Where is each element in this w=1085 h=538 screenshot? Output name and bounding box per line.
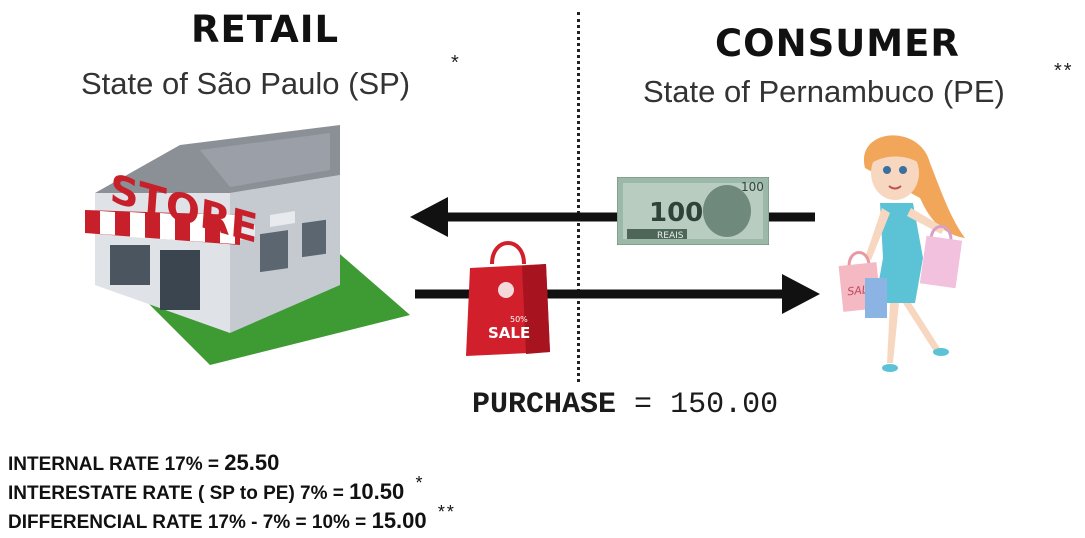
rate-line-interstate: INTERESTATE RATE ( SP to PE) 7% = 10.50 …	[8, 473, 456, 508]
rate-amount: 25.50	[224, 450, 280, 475]
rate-amount: 15.00	[371, 508, 427, 533]
banknote-icon: 100 100 REAIS	[617, 177, 769, 245]
rate-footnote-marker: **	[437, 502, 456, 522]
retail-subtitle: State of São Paulo (SP)	[81, 66, 411, 101]
woman-shopping-bag-blue	[865, 278, 887, 318]
banknote-currency: REAIS	[657, 231, 684, 241]
consumer-subtitle: State of Pernambuco (PE)	[643, 74, 1005, 109]
bag-discount-badge: 50%	[510, 315, 528, 324]
consumer-footnote-marker: **	[1054, 60, 1074, 82]
tax-rates-list: INTERNAL RATE 17% = 25.50 INTERESTATE RA…	[8, 450, 456, 537]
store-door	[160, 250, 200, 310]
store-awning	[85, 210, 240, 245]
shopping-bag-icon: SALE 50%	[466, 241, 550, 356]
purchase-label: PURCHASE	[472, 388, 617, 422]
retail-footnote-marker: *	[451, 52, 461, 74]
bag-sale-label: SALE	[488, 324, 530, 342]
consumer-woman-illustration: SALE	[838, 135, 965, 372]
banknote-value: 100	[649, 198, 703, 228]
purchase-value: 150.00	[670, 388, 779, 422]
store-illustration: STORE	[85, 125, 410, 365]
woman-shopping-bag-right	[919, 225, 963, 289]
rate-label: INTERNAL RATE 17% =	[8, 454, 219, 475]
rate-line-differential: DIFFERENCIAL RATE 17% - 7% = 10% = 15.00…	[8, 502, 456, 537]
store-window	[110, 245, 150, 285]
rate-label: DIFFERENCIAL RATE 17% - 7% = 10% =	[8, 512, 367, 533]
rate-label: INTERESTATE RATE ( SP to PE) 7% =	[8, 483, 344, 504]
retail-title: RETAIL	[191, 8, 340, 51]
banknote-corner-value: 100	[741, 180, 764, 194]
state-border-divider	[577, 12, 580, 382]
woman-face	[871, 146, 919, 200]
purchase-equals: =	[634, 388, 653, 422]
rate-footnote-marker: *	[415, 473, 425, 493]
rate-amount: 10.50	[349, 479, 405, 504]
purchase-total: PURCHASE = 150.00	[472, 388, 778, 422]
consumer-title: CONSUMER	[715, 22, 960, 65]
rate-line-internal: INTERNAL RATE 17% = 25.50	[8, 450, 456, 479]
